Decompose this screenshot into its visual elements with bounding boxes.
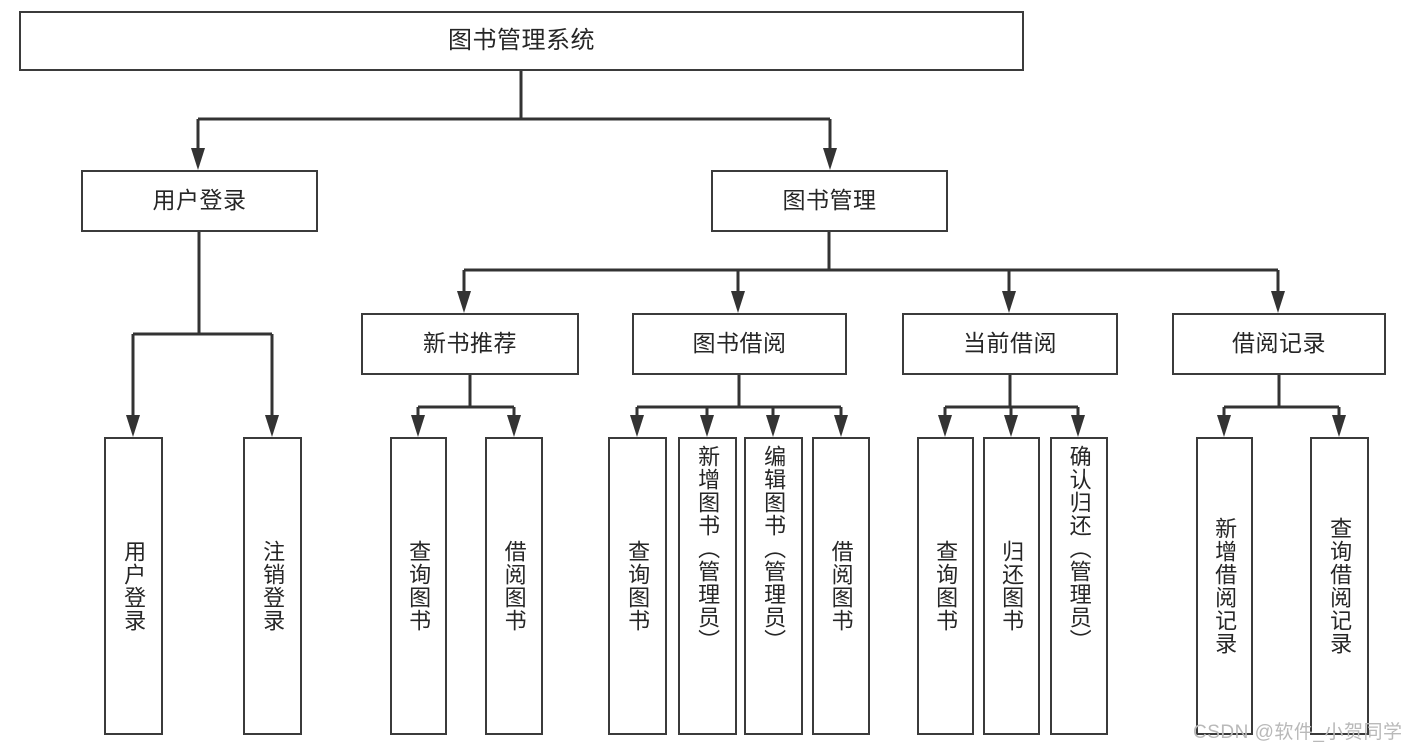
node-label-leaf-user-login: 用户登录	[121, 540, 147, 632]
node-leaf-logout[interactable]: 注销登录	[243, 437, 302, 735]
node-root[interactable]: 图书管理系统	[19, 11, 1024, 71]
arrow-head-user-login-to-leaves-1	[265, 415, 279, 437]
node-leaf-return-book[interactable]: 归还图书	[983, 437, 1040, 735]
arrow-head-recommend-to-leaves-0	[411, 415, 425, 437]
node-book-borrow[interactable]: 图书借阅	[632, 313, 847, 375]
arrow-head-book-manage-to-level3-1	[731, 291, 745, 313]
node-label-leaf-add-book: 新增图书（管理员）	[695, 445, 721, 652]
arrow-head-current-to-leaves-2	[1071, 415, 1085, 437]
node-leaf-edit-book[interactable]: 编辑图书（管理员）	[744, 437, 803, 735]
node-current-borrow[interactable]: 当前借阅	[902, 313, 1118, 375]
arrow-head-borrow-to-leaves-0	[630, 415, 644, 437]
node-leaf-add-book[interactable]: 新增图书（管理员）	[678, 437, 737, 735]
node-label-leaf-confirm-return: 确认归还（管理员）	[1066, 445, 1092, 652]
node-leaf-borrow-book-rec[interactable]: 借阅图书	[485, 437, 543, 735]
arrow-head-borrow-to-leaves-1	[700, 415, 714, 437]
node-leaf-query-book-cur[interactable]: 查询图书	[917, 437, 974, 735]
node-label-leaf-query-record: 查询借阅记录	[1327, 517, 1353, 655]
node-user-login[interactable]: 用户登录	[81, 170, 318, 232]
arrow-head-book-manage-to-level3-0	[457, 291, 471, 313]
node-leaf-borrow-book[interactable]: 借阅图书	[812, 437, 870, 735]
node-leaf-confirm-return[interactable]: 确认归还（管理员）	[1050, 437, 1108, 735]
arrow-head-root-to-level2-1	[823, 148, 837, 170]
node-leaf-query-book-borrow[interactable]: 查询图书	[608, 437, 667, 735]
arrow-head-borrow-to-leaves-2	[766, 415, 780, 437]
arrow-head-book-manage-to-level3-2	[1002, 291, 1016, 313]
node-borrow-record[interactable]: 借阅记录	[1172, 313, 1386, 375]
node-leaf-user-login[interactable]: 用户登录	[104, 437, 163, 735]
arrow-head-record-to-leaves-0	[1217, 415, 1231, 437]
node-leaf-add-record[interactable]: 新增借阅记录	[1196, 437, 1253, 735]
node-leaf-query-record[interactable]: 查询借阅记录	[1310, 437, 1369, 735]
node-label-leaf-query-book-cur: 查询图书	[933, 540, 959, 632]
csdn-watermark: CSDN @软件_小贺同学	[1193, 722, 1403, 743]
node-label-borrow-record: 借阅记录	[1232, 330, 1326, 357]
node-leaf-query-book-rec[interactable]: 查询图书	[390, 437, 447, 735]
node-label-leaf-query-book-borrow: 查询图书	[625, 540, 651, 632]
node-label-leaf-return-book: 归还图书	[999, 540, 1025, 632]
node-label-book-manage: 图书管理	[782, 187, 877, 214]
node-new-book-recommend[interactable]: 新书推荐	[361, 313, 579, 375]
arrow-head-root-to-level2-0	[191, 148, 205, 170]
node-label-root: 图书管理系统	[448, 26, 595, 54]
node-label-leaf-query-book-rec: 查询图书	[406, 540, 432, 632]
node-label-new-book-recommend: 新书推荐	[423, 330, 517, 357]
node-label-leaf-add-record: 新增借阅记录	[1212, 517, 1238, 655]
node-book-manage[interactable]: 图书管理	[711, 170, 948, 232]
arrow-head-current-to-leaves-1	[1004, 415, 1018, 437]
node-label-leaf-edit-book: 编辑图书（管理员）	[761, 445, 787, 652]
node-label-current-borrow: 当前借阅	[963, 330, 1057, 357]
arrow-head-borrow-to-leaves-3	[834, 415, 848, 437]
arrow-head-user-login-to-leaves-0	[126, 415, 140, 437]
node-label-user-login: 用户登录	[152, 187, 247, 214]
node-label-leaf-borrow-book-rec: 借阅图书	[501, 540, 527, 632]
arrow-head-record-to-leaves-1	[1332, 415, 1346, 437]
node-label-leaf-borrow-book: 借阅图书	[828, 540, 854, 632]
arrow-head-book-manage-to-level3-3	[1271, 291, 1285, 313]
arrow-head-recommend-to-leaves-1	[507, 415, 521, 437]
node-label-leaf-logout: 注销登录	[260, 540, 286, 632]
arrow-head-current-to-leaves-0	[938, 415, 952, 437]
node-label-book-borrow: 图书借阅	[692, 330, 787, 357]
